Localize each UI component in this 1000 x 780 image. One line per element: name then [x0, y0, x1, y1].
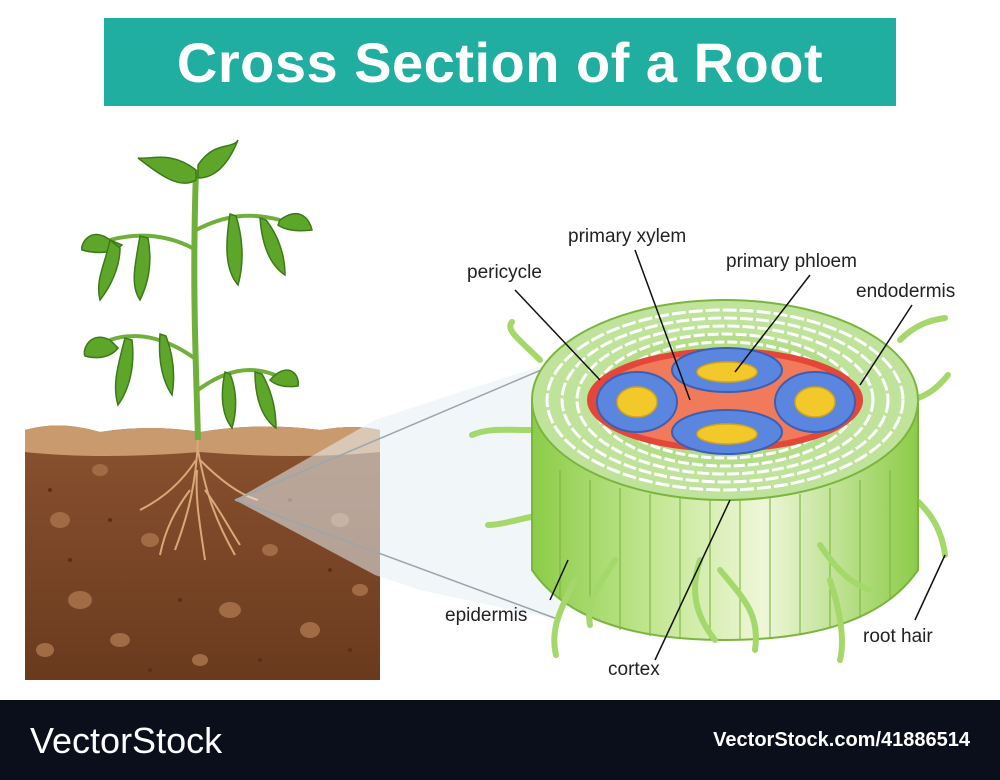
brand-logo: VectorStock: [30, 720, 223, 761]
footer-bar: VectorStock VectorStock.com/41886514: [0, 700, 1000, 780]
plant-roots: [139, 439, 259, 561]
leader-lines: [514, 249, 946, 661]
plant: [81, 139, 313, 441]
stock-id: VectorStock.com/41886514: [713, 729, 970, 751]
label-root-hair: root hair: [863, 626, 933, 647]
label-primary-xylem: primary xylem: [568, 226, 687, 247]
cross-section-face: [531, 299, 919, 501]
label-primary-phloem: primary phloem: [726, 251, 857, 272]
title-banner: Cross Section of a Root: [104, 18, 896, 106]
label-endodermis: endodermis: [856, 281, 956, 302]
label-cortex: cortex: [608, 659, 660, 680]
page-title: Cross Section of a Root: [176, 30, 824, 94]
root-illustration: [25, 139, 951, 680]
magnification-projection: [235, 360, 560, 620]
label-epidermis: epidermis: [445, 605, 528, 626]
label-pericycle: pericycle: [467, 262, 542, 283]
xylem-cores: [616, 361, 836, 445]
